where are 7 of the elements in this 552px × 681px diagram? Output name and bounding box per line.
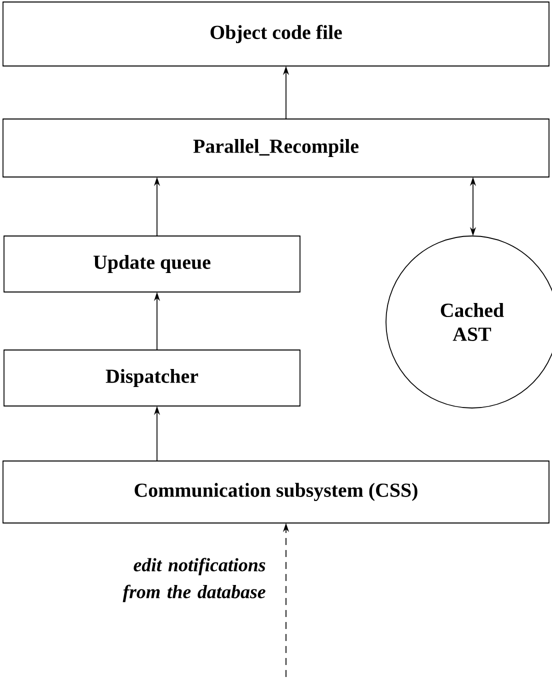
process-box: Parallel_Recompile xyxy=(2,118,550,178)
process-box: Dispatcher xyxy=(4,350,300,406)
edge-label: edit notifications from the database xyxy=(114,556,268,604)
circle-label: Cached AST xyxy=(440,303,504,341)
process-box: Update queue xyxy=(4,236,300,292)
process-box: Object code file xyxy=(2,2,550,66)
process-box: Communication subsystem (CSS) xyxy=(2,460,550,524)
